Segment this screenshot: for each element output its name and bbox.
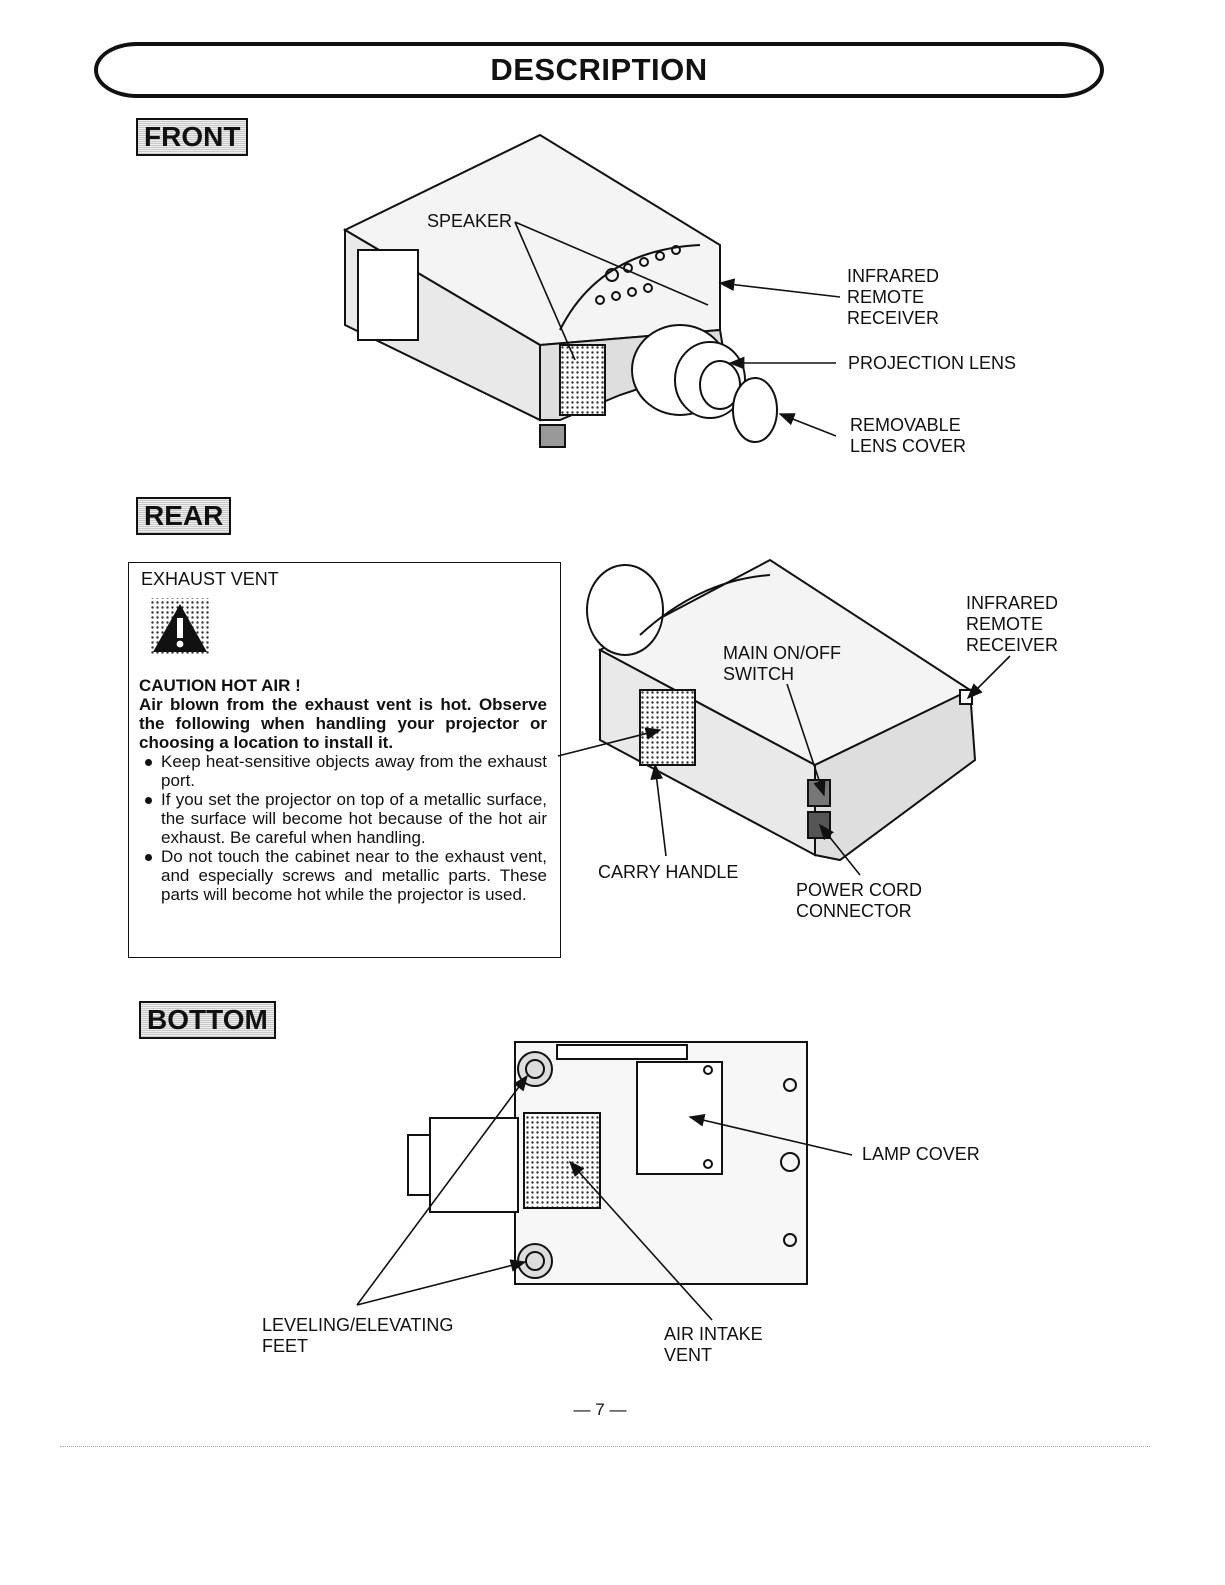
label-exhaust-vent: EXHAUST VENT bbox=[141, 569, 279, 589]
label-speaker: SPEAKER bbox=[427, 211, 513, 231]
label-power-cord-connector: POWER CORD CONNECTOR bbox=[796, 880, 922, 921]
front-projector-illustration bbox=[342, 133, 778, 448]
bottom-leader-lines bbox=[356, 1074, 853, 1321]
caution-item: Keep heat-sensitive objects away from th… bbox=[139, 752, 547, 790]
front-leader-lines bbox=[514, 221, 841, 437]
section-bottom: BOTTOM bbox=[139, 1001, 276, 1039]
section-front: FRONT bbox=[136, 118, 249, 156]
rear-projector-illustration bbox=[586, 558, 977, 862]
caution-heading: CAUTION HOT AIR ! bbox=[139, 676, 301, 695]
page-title: DESCRIPTION bbox=[490, 52, 708, 87]
caution-item: If you set the projector on top of a met… bbox=[139, 790, 547, 847]
section-rear: REAR bbox=[136, 497, 232, 535]
label-removable-lens-cover: REMOVABLE LENS COVER bbox=[850, 415, 967, 456]
caution-list: Keep heat-sensitive objects away from th… bbox=[139, 752, 547, 904]
title-frame bbox=[94, 42, 1104, 98]
label-infrared-remote-receiver-front: INFRARED REMOTE RECEIVER bbox=[847, 266, 940, 328]
label-carry-handle: CARRY HANDLE bbox=[598, 862, 739, 882]
label-infrared-remote-receiver-rear: INFRARED REMOTE RECEIVER bbox=[966, 593, 1059, 655]
scan-edge-line bbox=[60, 1446, 1150, 1447]
caution-intro: Air blown from the exhaust vent is hot. … bbox=[139, 695, 547, 752]
label-air-intake-vent: AIR INTAKE VENT bbox=[664, 1324, 763, 1365]
caution-box: EXHAUST VENT CAUTION HOT AIR ! Air blown… bbox=[128, 562, 561, 958]
label-leveling-feet: LEVELING/ELEVATING FEET bbox=[262, 1315, 454, 1356]
warning-icon bbox=[150, 598, 210, 654]
label-projection-lens: PROJECTION LENS bbox=[848, 353, 1017, 373]
rear-leader-lines bbox=[557, 655, 1011, 876]
caution-item: Do not touch the cabinet near to the exh… bbox=[139, 847, 547, 904]
label-lamp-cover: LAMP COVER bbox=[862, 1144, 980, 1164]
page-number: — 7 — bbox=[573, 1400, 627, 1419]
bottom-projector-illustration bbox=[407, 1041, 808, 1285]
label-main-switch: MAIN ON/OFF SWITCH bbox=[723, 643, 841, 684]
